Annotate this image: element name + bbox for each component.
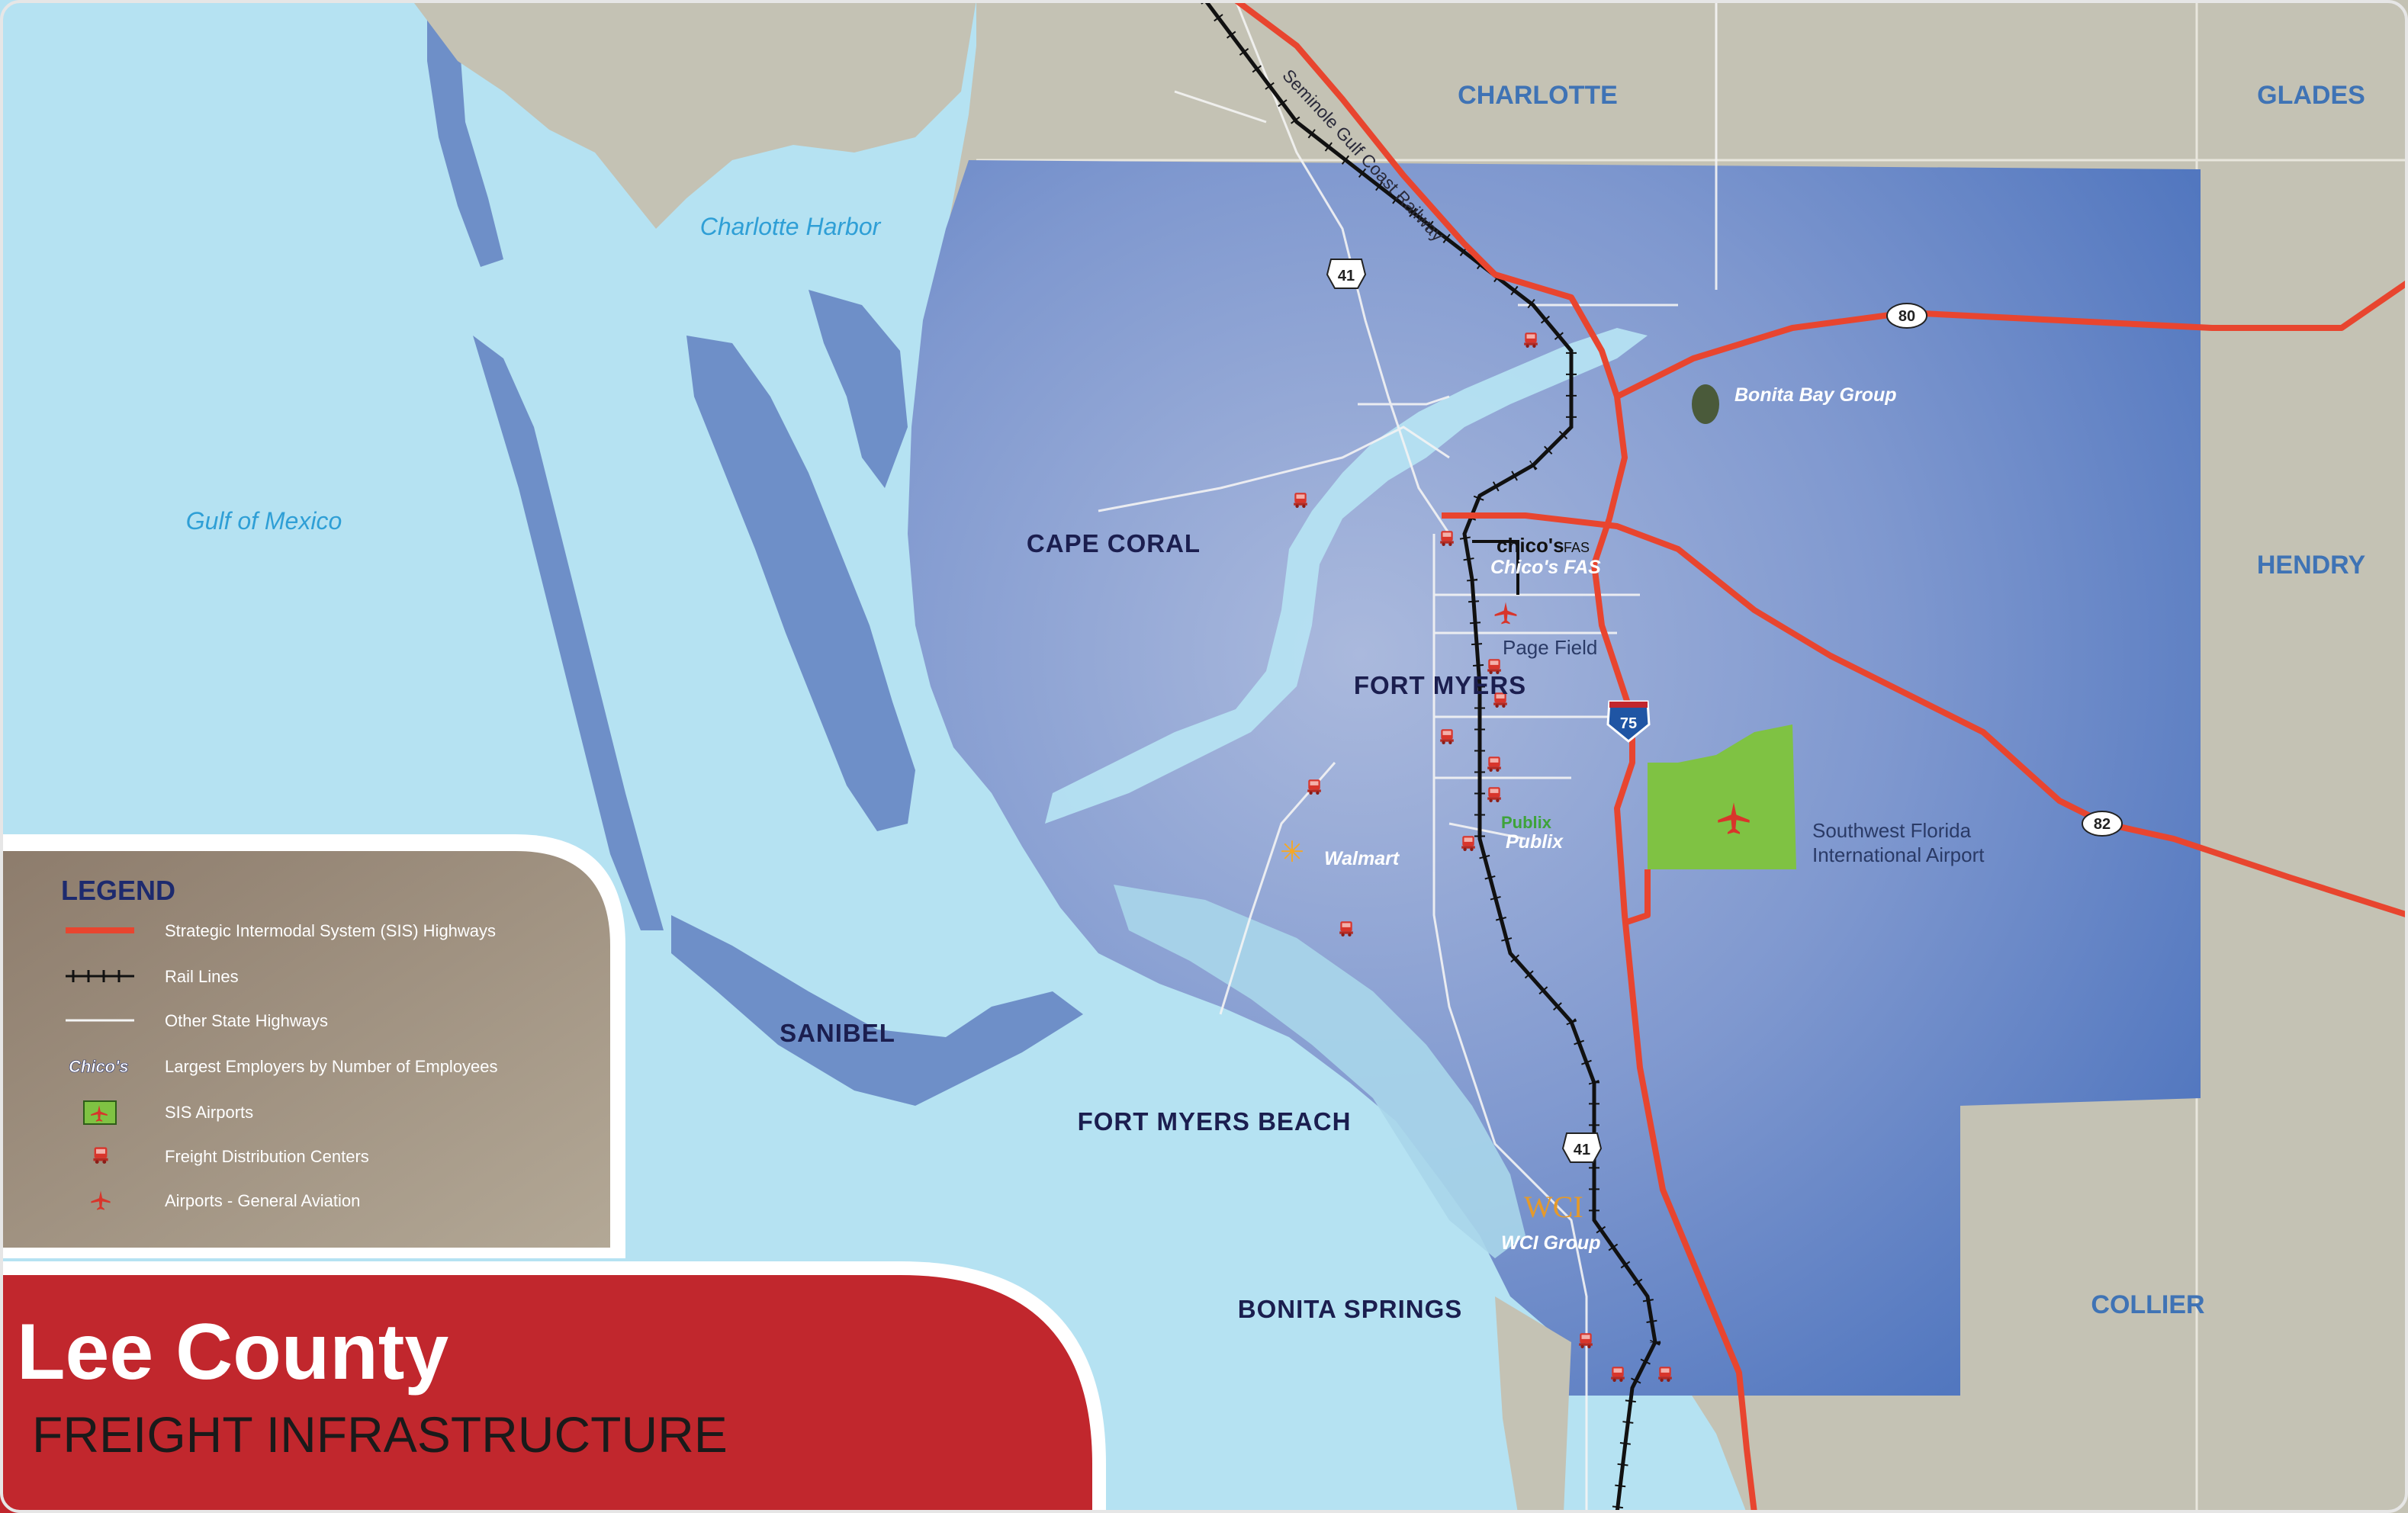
sis-highways [1233, 0, 2408, 1513]
chicos-logo: chico's [1497, 534, 1564, 557]
bonita-bay-logo-icon [1692, 384, 1719, 424]
city-label-fort-myers-beach: FORT MYERS BEACH [1078, 1107, 1352, 1136]
other-state-highways [1098, 0, 1718, 1513]
water-label-harbor: Charlotte Harbor [700, 213, 882, 240]
rail-lines [1201, 0, 1661, 1513]
rsw-label-line1: Southwest Florida [1812, 819, 1972, 842]
chicos-logo-suffix: FAS [1564, 540, 1590, 555]
employer-walmart: ✳ Walmart [1280, 835, 1400, 869]
us41-south-shield: 41 [1561, 1132, 1603, 1163]
svg-text:82: 82 [2094, 816, 2111, 833]
sr80-shield: 80 [1886, 303, 1927, 329]
caloosahatchee-river [1045, 328, 1648, 824]
employer-bonita-bay: Bonita Bay Group [1692, 384, 1897, 424]
map-subtitle: FREIGHT INFRASTRUCTURE [32, 1406, 728, 1463]
collier-coast-land [1495, 1296, 1571, 1513]
captiva-island [473, 336, 664, 930]
i75-shield: 75 [1606, 700, 1651, 743]
svg-text:75: 75 [1620, 715, 1637, 732]
publix-logo: Publix [1501, 813, 1552, 832]
water-label-gulf: Gulf of Mexico [186, 507, 342, 535]
cape-haze-peninsula [412, 0, 976, 229]
county-label-hendry: HENDRY [2257, 551, 2366, 580]
city-label-bonita-springs: BONITA SPRINGS [1238, 1295, 1463, 1323]
svg-text:Bonita Bay Group: Bonita Bay Group [1734, 384, 1897, 406]
estero-bay [1114, 885, 1525, 1258]
southwest-florida-international-airport [1648, 724, 1796, 869]
charlotte-peninsula [809, 290, 908, 488]
svg-text:WCI Group: WCI Group [1501, 1232, 1601, 1254]
wci-logo: WCI [1524, 1190, 1583, 1224]
county-label-charlotte: CHARLOTTE [1458, 81, 1618, 110]
employer-chicos: chico's FAS Chico's FAS [1490, 534, 1601, 578]
svg-text:Walmart: Walmart [1324, 848, 1400, 869]
legend-label-sis-airport: SIS Airports [165, 1103, 253, 1122]
svg-text:Chico's FAS: Chico's FAS [1490, 557, 1601, 578]
sanibel-island [671, 915, 1083, 1106]
legend-label-rail: Rail Lines [165, 967, 239, 986]
county-label-glades: GLADES [2257, 81, 2365, 110]
svg-text:41: 41 [1338, 268, 1355, 284]
us41-north-shield: 41 [1326, 259, 1367, 289]
gasparilla-island [427, 15, 503, 267]
svg-text:80: 80 [1898, 308, 1915, 325]
city-label-cape-coral: CAPE CORAL [1027, 529, 1201, 557]
employer-publix: Publix Publix [1501, 813, 1564, 853]
legend: LEGEND Strategic Intermodal System (SIS)… [0, 834, 625, 1258]
title-band: Lee County FREIGHT INFRASTRUCTURE [0, 1261, 1106, 1513]
legend-label-sis-highway: Strategic Intermodal System (SIS) Highwa… [165, 921, 496, 940]
rsw-label-line2: International Airport [1812, 843, 1985, 866]
legend-title: LEGEND [61, 875, 175, 906]
page-field-label: Page Field [1503, 636, 1597, 659]
svg-text:41: 41 [1574, 1142, 1590, 1158]
legend-label-ga-airport: Airports - General Aviation [165, 1191, 360, 1210]
employer-wci: WCI WCI Group [1501, 1190, 1601, 1254]
walmart-spark-icon: ✳ [1280, 835, 1304, 869]
sr82-shield: 82 [2082, 811, 2123, 837]
svg-text:Publix: Publix [1506, 831, 1564, 853]
map-title: Lee County [17, 1308, 448, 1396]
county-label-collier: COLLIER [2091, 1290, 2204, 1319]
legend-label-freight-center: Freight Distribution Centers [165, 1147, 369, 1166]
legend-employer-sample: Chico's [69, 1057, 129, 1076]
city-label-fort-myers: FORT MYERS [1354, 671, 1526, 699]
city-label-sanibel: SANIBEL [780, 1019, 895, 1047]
legend-label-state-highway: Other State Highways [165, 1011, 328, 1030]
pine-island [686, 336, 915, 831]
legend-label-employer: Largest Employers by Number of Employees [165, 1057, 498, 1076]
